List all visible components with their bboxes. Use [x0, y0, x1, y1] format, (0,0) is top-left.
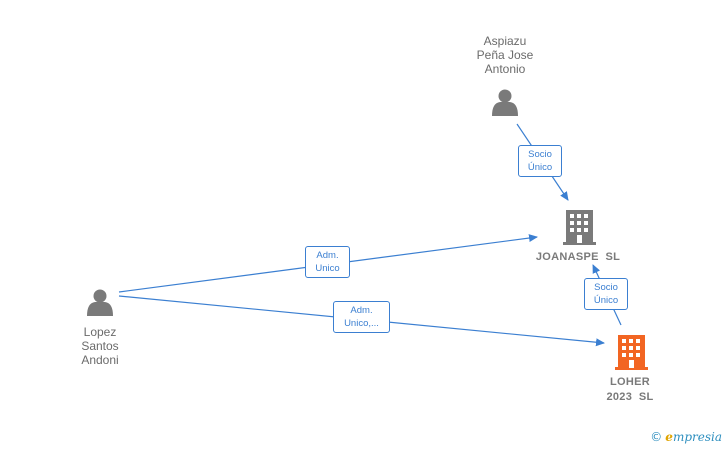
- copyright-icon: ©: [650, 430, 663, 444]
- edge-label-lopez-loher[interactable]: Adm. Unico,...: [333, 301, 390, 333]
- building-icon[interactable]: [563, 210, 596, 245]
- person-icon[interactable]: [492, 89, 518, 117]
- edge-label-lopez-joanaspe[interactable]: Adm. Unico: [305, 246, 350, 278]
- node-label-aspiazu[interactable]: Aspiazu Peña Jose Antonio: [476, 34, 534, 76]
- node-label-joanaspe[interactable]: JOANASPE SL: [535, 251, 621, 263]
- node-label-lopez[interactable]: Lopez Santos Andoni: [81, 325, 119, 367]
- building-icon[interactable]: [615, 335, 648, 370]
- empresia-logo: ©empresia: [650, 430, 722, 444]
- person-icon[interactable]: [87, 289, 113, 317]
- edge-label-loher-joanaspe[interactable]: Socio Único: [584, 278, 628, 310]
- edge-label-aspiazu-joanaspe[interactable]: Socio Único: [518, 145, 562, 177]
- node-label-loher[interactable]: LOHER 2023 SL: [606, 376, 654, 403]
